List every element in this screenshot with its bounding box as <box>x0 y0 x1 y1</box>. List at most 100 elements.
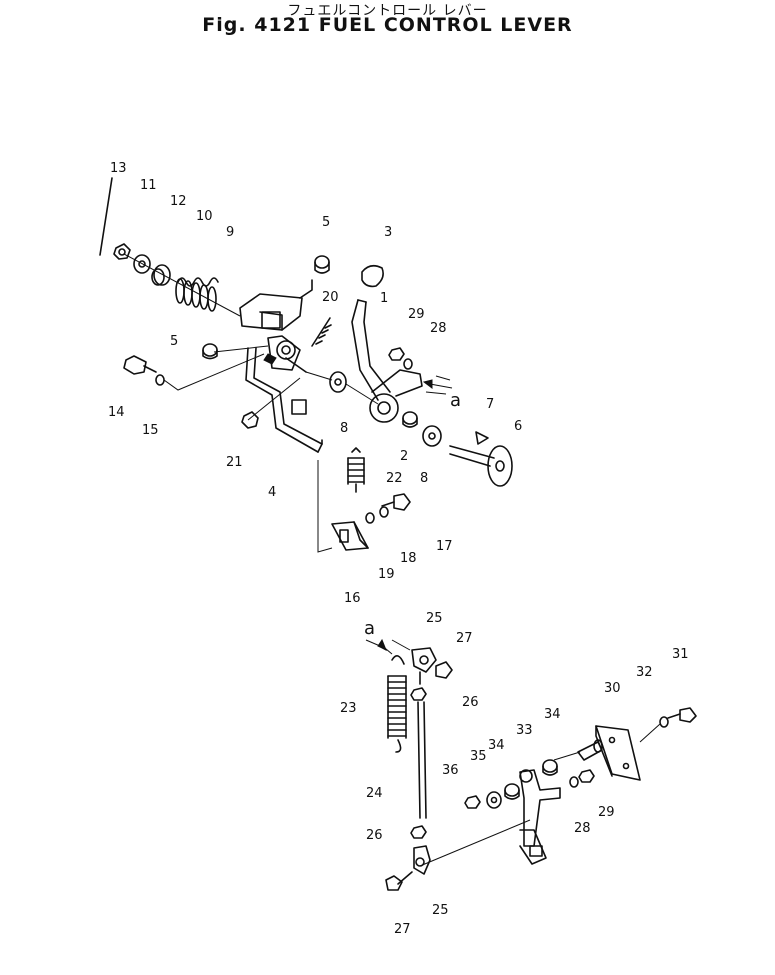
callout-14: 14 <box>108 405 125 420</box>
title-japanese: フュエルコントロール レバー <box>287 3 488 19</box>
part-32-washer <box>659 716 669 728</box>
callout-20: 20 <box>322 290 339 305</box>
callout-15: 15 <box>142 423 159 438</box>
part-11-nut <box>113 243 131 260</box>
part-19-washer <box>365 512 375 524</box>
part-29-nut-lower <box>578 769 595 783</box>
part-27-bolt-lower <box>385 871 413 891</box>
callout-23: 23 <box>340 701 357 716</box>
part-34-bushing-lower <box>504 783 520 800</box>
callout-31: 31 <box>672 647 689 662</box>
callout-29: 29 <box>408 307 425 322</box>
pivot-plate <box>263 335 307 373</box>
part-8-washer <box>329 371 347 393</box>
part-16-bracket <box>331 521 369 551</box>
part-6-shaft <box>449 445 513 487</box>
part-7-pin <box>475 431 489 445</box>
callout-16: 16 <box>344 591 361 606</box>
part-1-lever <box>351 299 423 423</box>
callout-18: 18 <box>400 551 417 566</box>
callout-8: 8 <box>420 471 428 486</box>
callout-5: 5 <box>170 334 178 349</box>
callout-36: 36 <box>442 763 459 778</box>
callout-29: 29 <box>598 805 615 820</box>
callout-24: 24 <box>366 786 383 801</box>
part-28-washer <box>403 358 413 370</box>
part-26-nut-upper <box>410 687 427 701</box>
part-27-bolt-upper <box>435 661 453 679</box>
arrow-a-upper <box>429 383 453 389</box>
bracket-housing <box>239 279 313 331</box>
callout-9: 9 <box>226 225 234 240</box>
part-25-rod-end-lower <box>413 845 431 875</box>
callout-3: 3 <box>384 225 392 240</box>
callout-28: 28 <box>430 321 447 336</box>
callout-25: 25 <box>432 903 449 918</box>
callout-10: 10 <box>196 209 213 224</box>
callout-4: 4 <box>268 485 276 500</box>
part-28-washer-lower <box>569 776 579 788</box>
part-26-nut-lower <box>410 825 427 839</box>
part-34-bushing-upper <box>542 759 558 776</box>
callout-32: 32 <box>636 665 653 680</box>
part-8-washer-lower <box>422 425 442 447</box>
part-30-plate <box>595 725 641 781</box>
part-20-spring <box>311 317 332 347</box>
part-22-spring <box>347 447 365 493</box>
callout-19: 19 <box>378 567 395 582</box>
callout-34: 34 <box>544 707 561 722</box>
part-13-rod <box>99 177 113 256</box>
callout-11: 11 <box>140 178 157 193</box>
part-25-rod-end-upper <box>411 647 437 685</box>
part-18-washer <box>379 506 389 518</box>
callout-7: 7 <box>486 397 494 412</box>
part-5-bushing-left <box>202 343 218 360</box>
callout-a: a <box>450 390 461 411</box>
part-24-rod <box>417 701 427 819</box>
callout-13: 13 <box>110 161 127 176</box>
part-29-nut <box>388 347 405 361</box>
callout-26: 26 <box>366 828 383 843</box>
callout-25: 25 <box>426 611 443 626</box>
part-33-lever <box>519 769 561 865</box>
part-5-bushing-upper <box>314 255 330 274</box>
callout-1: 1 <box>380 291 388 306</box>
callout-5: 5 <box>322 215 330 230</box>
part-12-washer <box>133 254 151 274</box>
callout-21: 21 <box>226 455 243 470</box>
callout-a: a <box>364 618 375 639</box>
callout-28: 28 <box>574 821 591 836</box>
part-2-bushing <box>402 411 418 428</box>
callout-22: 22 <box>386 471 403 486</box>
part-4-bracket <box>245 347 323 453</box>
callout-17: 17 <box>436 539 453 554</box>
callout-26: 26 <box>462 695 479 710</box>
callout-33: 33 <box>516 723 533 738</box>
callout-8: 8 <box>340 421 348 436</box>
part-36-nut <box>464 795 481 809</box>
part-14-bolt <box>123 355 157 375</box>
part-21-nut <box>241 411 259 429</box>
part-10-seat <box>151 264 171 286</box>
part-17-bolt <box>381 493 411 511</box>
part-9-spring <box>175 277 219 312</box>
callout-34: 34 <box>488 738 505 753</box>
callout-35: 35 <box>470 749 487 764</box>
callout-12: 12 <box>170 194 187 209</box>
part-35-washer <box>486 791 502 809</box>
callout-6: 6 <box>514 419 522 434</box>
callout-30: 30 <box>604 681 621 696</box>
callout-2: 2 <box>400 449 408 464</box>
callout-27: 27 <box>394 922 411 937</box>
arrow-a-lower <box>365 639 381 647</box>
part-31-bolt <box>667 707 697 723</box>
callout-27: 27 <box>456 631 473 646</box>
part-3-knob <box>361 264 384 288</box>
part-23-spring <box>387 655 407 753</box>
part-15-washer <box>155 374 165 386</box>
title-english: Fig. 4121 FUEL CONTROL LEVER <box>202 14 573 36</box>
pivot-pin <box>577 739 603 761</box>
